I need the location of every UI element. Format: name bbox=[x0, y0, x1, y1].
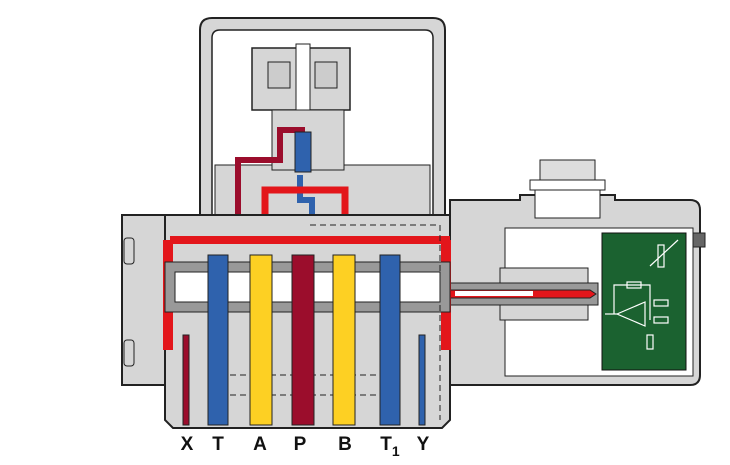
port-label-text: A bbox=[253, 434, 267, 455]
port-channel-y bbox=[418, 334, 426, 426]
port-label-subscript: 1 bbox=[392, 443, 400, 459]
port-label-t1: T1 bbox=[380, 434, 400, 459]
port-label-t: T bbox=[212, 434, 224, 455]
port-label-text: Y bbox=[417, 434, 430, 455]
port-label-text: P bbox=[294, 434, 307, 455]
port-channel-t bbox=[207, 254, 229, 426]
port-label-p: P bbox=[294, 434, 307, 455]
connector bbox=[534, 189, 601, 219]
port-channel-b bbox=[332, 254, 356, 426]
electronics-board bbox=[601, 232, 687, 371]
pilot-spool bbox=[294, 131, 312, 173]
port-label-b: B bbox=[338, 434, 352, 455]
port-label-a: A bbox=[253, 434, 267, 455]
port-channel-p bbox=[291, 254, 315, 426]
port-label-y: Y bbox=[417, 434, 430, 455]
port-channel-t1 bbox=[379, 254, 401, 426]
port-label-text: X bbox=[181, 434, 194, 455]
port-label-text: T bbox=[212, 434, 224, 455]
port-label-text: T bbox=[380, 434, 392, 455]
port-channel-a bbox=[249, 254, 273, 426]
port-channel-x bbox=[182, 334, 190, 426]
port-label-text: B bbox=[338, 434, 352, 455]
port-label-x: X bbox=[181, 434, 194, 455]
